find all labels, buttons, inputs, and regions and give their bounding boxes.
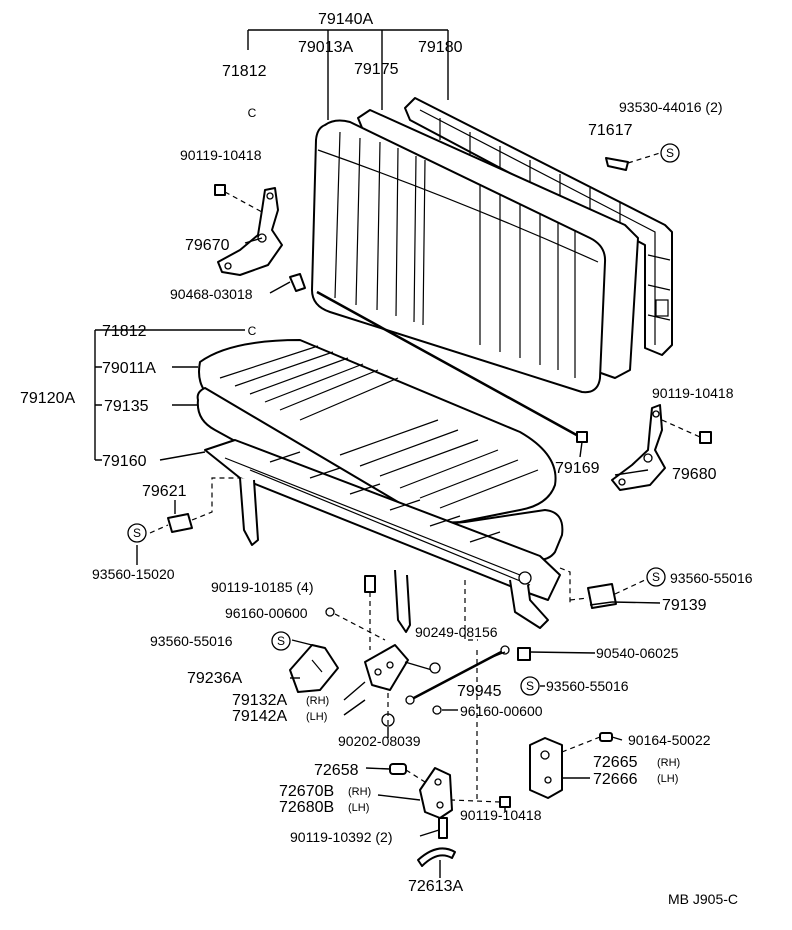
clip-mark-top: C: [248, 106, 257, 120]
label-93560-55016-a: 93560-55016: [670, 570, 753, 586]
label-79169: 79169: [555, 460, 600, 477]
tag-rh-72665: (RH): [657, 757, 680, 769]
label-79011A: 79011A: [102, 360, 156, 377]
label-90119-10392: 90119-10392 (2): [290, 829, 392, 845]
hinge-79132A: [364, 644, 441, 691]
label-90119-10418-a: 90119-10418: [180, 147, 262, 163]
label-90119-10418-b: 90119-10418: [652, 385, 734, 401]
label-72658: 72658: [314, 762, 359, 779]
label-93560-15020: 93560-15020: [92, 566, 175, 582]
label-90119-10185: 90119-10185 (4): [211, 579, 313, 595]
label-79135: 79135: [104, 398, 149, 415]
bracket-71617: [605, 152, 661, 171]
bracket-79670: [214, 184, 283, 276]
label-71812-top: 71812: [222, 63, 267, 80]
svg-text:S: S: [277, 634, 285, 648]
footer-code: MB J905-C: [668, 891, 738, 907]
leader-lines: [94, 29, 661, 878]
svg-text:S: S: [133, 526, 141, 540]
label-96160-00600-b: 96160-00600: [460, 703, 543, 719]
washer-symbol-93560-55016-a: S: [646, 567, 666, 587]
svg-text:S: S: [526, 679, 534, 693]
label-90540-06025: 90540-06025: [596, 645, 679, 661]
label-93530-44016: 93530-44016 (2): [619, 99, 723, 115]
bolt-90119-10185: [364, 575, 376, 593]
label-79621: 79621: [142, 483, 187, 500]
washer-symbol-93560-55016-c: S: [520, 676, 540, 696]
label-90249-08156: 90249-08156: [415, 624, 498, 640]
label-71812-mid: 71812: [102, 323, 147, 340]
washer-symbol-93560-15020: S: [127, 523, 147, 543]
label-93560-55016-b: 93560-55016: [150, 633, 233, 649]
label-90164-50022: 90164-50022: [628, 732, 711, 748]
label-79142A: 79142A: [232, 708, 287, 725]
label-93560-55016-c: 93560-55016: [546, 678, 629, 694]
label-79680: 79680: [672, 466, 717, 483]
rod-79169: [289, 273, 588, 443]
bracket-79680: [611, 404, 712, 491]
label-79160: 79160: [102, 453, 147, 470]
washer-symbol-93560-55016-b: S: [271, 631, 291, 651]
tag-lh-72666: (LH): [657, 773, 678, 785]
seat-back-cushion: [311, 119, 607, 394]
label-79236A: 79236A: [187, 670, 242, 687]
label-72666: 72666: [593, 771, 638, 788]
label-71617: 71617: [588, 122, 633, 139]
label-79132A: 79132A: [232, 692, 287, 709]
nut-90540: [517, 647, 531, 661]
tag-rh-72670B: (RH): [348, 786, 371, 798]
washer-96160-a: [325, 607, 335, 617]
label-72665: 72665: [593, 754, 638, 771]
svg-text:S: S: [666, 146, 674, 160]
cover-79621: [149, 477, 240, 534]
seat-frame: [204, 439, 561, 633]
tag-rh-79132A: (RH): [306, 695, 329, 707]
clip-mark-mid: C: [248, 324, 257, 338]
label-90119-10418-c: 90119-10418: [460, 807, 542, 823]
label-90468-03018: 90468-03018: [170, 286, 253, 302]
label-72680B: 72680B: [279, 799, 334, 816]
handle-72613A: [417, 847, 456, 867]
svg-text:S: S: [652, 570, 660, 584]
cover-79236A: [289, 644, 339, 693]
label-90202-08039: 90202-08039: [338, 733, 421, 749]
label-79140A: 79140A: [318, 11, 373, 28]
label-96160-00600-a: 96160-00600: [225, 605, 308, 621]
bolt-90119-10392: [438, 817, 448, 839]
label-72670B: 72670B: [279, 783, 334, 800]
label-79670: 79670: [185, 237, 230, 254]
tag-lh-72680B: (LH): [348, 802, 369, 814]
seat-track-72670B: [389, 763, 511, 819]
label-79945: 79945: [457, 683, 502, 700]
label-79175: 79175: [354, 61, 399, 78]
tag-lh-79142A: (LH): [306, 711, 327, 723]
label-79180: 79180: [418, 39, 463, 56]
label-72613A: 72613A: [408, 878, 463, 895]
label-79120A: 79120A: [20, 390, 75, 407]
adjuster-72665: [529, 732, 613, 799]
seat-cushion-pad: [196, 387, 564, 566]
washer-symbol-93530: S: [660, 143, 680, 163]
washer-96160-b: [432, 705, 442, 715]
label-79139: 79139: [662, 597, 707, 614]
label-79013A: 79013A: [298, 39, 353, 56]
